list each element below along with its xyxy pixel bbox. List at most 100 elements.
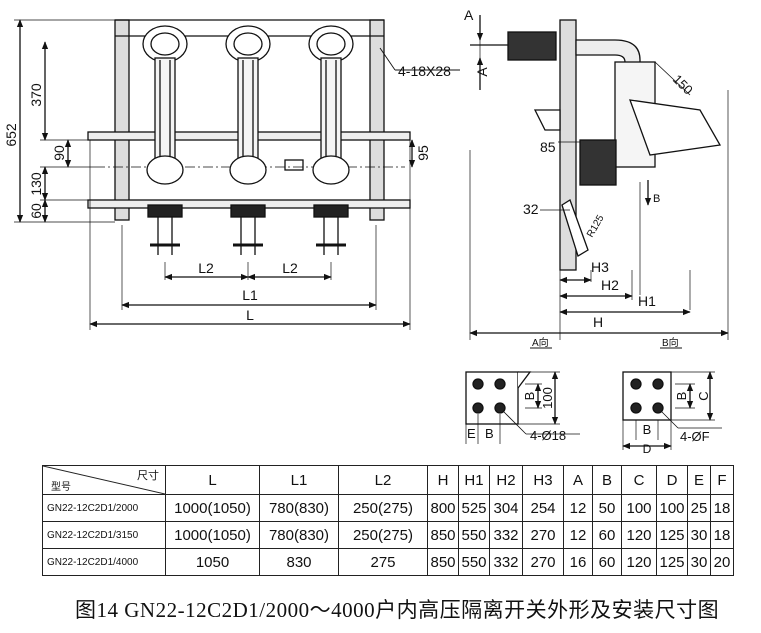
- table-row: GN22-12C2D1/4000 1050 830 275 850 550 33…: [42, 548, 734, 576]
- column-header: L1: [259, 465, 339, 495]
- view-a-dim-b: B: [522, 392, 537, 401]
- model-cell: GN22-12C2D1/4000: [42, 548, 166, 576]
- dim-inner-width: L1: [242, 287, 258, 303]
- column-header: H: [427, 465, 459, 495]
- view-b: [622, 347, 722, 450]
- column-header: C: [621, 465, 657, 495]
- dim-85: 85: [540, 139, 556, 155]
- view-a-title: A向: [532, 336, 549, 349]
- table-cell: 550: [458, 521, 490, 549]
- table-cell: 120: [621, 521, 657, 549]
- table-cell: 60: [592, 548, 622, 576]
- view-b-holes: 4-ØF: [680, 429, 710, 444]
- front-view-labels: 652 370 90 130 60 95 4-18X28 L2 L2 L1 L: [3, 63, 451, 323]
- dim-radius: R125: [585, 213, 607, 240]
- column-header: E: [687, 465, 711, 495]
- table-header-row: 尺寸 型号 L L1 L2 H H1 H2 H3 A B C D E F: [42, 465, 734, 495]
- table-corner-cell: 尺寸 型号: [42, 465, 166, 495]
- pole-3: [308, 25, 354, 255]
- column-header: H1: [458, 465, 490, 495]
- table-cell: 250(275): [338, 521, 428, 549]
- table-cell: 50: [592, 494, 622, 522]
- dim-slot-label: 4-18X28: [398, 63, 451, 79]
- table-cell: 25: [687, 494, 711, 522]
- table-row: GN22-12C2D1/3150 1000(1050) 780(830) 250…: [42, 521, 734, 549]
- table-cell: 270: [522, 548, 564, 576]
- frame-left-post: [114, 19, 130, 221]
- table-cell: 18: [710, 494, 734, 522]
- dim-angle: 150: [670, 72, 696, 98]
- column-header: L: [165, 465, 260, 495]
- dim-90: 90: [51, 145, 67, 161]
- table-cell: 780(830): [259, 494, 339, 522]
- column-header: A: [563, 465, 593, 495]
- dim-view-a-side: A: [474, 67, 490, 77]
- column-header: F: [710, 465, 734, 495]
- pole-2: [225, 25, 271, 255]
- model-cell: GN22-12C2D1/3150: [42, 521, 166, 549]
- table-row: GN22-12C2D1/2000 1000(1050) 780(830) 250…: [42, 494, 734, 522]
- dimension-table: 尺寸 型号 L L1 L2 H H1 H2 H3 A B C D E F GN2…: [42, 465, 734, 576]
- table-cell: 525: [458, 494, 490, 522]
- table-cell: 125: [656, 521, 688, 549]
- table-cell: 800: [427, 494, 459, 522]
- dim-pitch-left: L2: [198, 260, 214, 276]
- view-b-labels: B向 B C B D 4-ØF: [643, 336, 711, 455]
- table-cell: 275: [338, 548, 428, 576]
- table-cell: 12: [563, 494, 593, 522]
- dim-h1: H1: [638, 293, 656, 309]
- technical-drawing: 652 370 90 130 60 95 4-18X28 L2 L2 L1 L: [3, 7, 729, 455]
- table-cell: 20: [710, 548, 734, 576]
- column-header: B: [592, 465, 622, 495]
- table-cell: 30: [687, 521, 711, 549]
- column-header: H2: [489, 465, 523, 495]
- view-a-dim-e: E: [467, 426, 476, 441]
- column-header: L2: [338, 465, 428, 495]
- corner-label-model: 型号: [51, 482, 71, 493]
- column-header: H3: [522, 465, 564, 495]
- dim-overall-width: L: [246, 307, 254, 323]
- view-b-dim-c: C: [696, 391, 711, 400]
- dim-upper-height: 370: [28, 83, 44, 107]
- table-cell: 550: [458, 548, 490, 576]
- view-a-dim-100: 100: [540, 387, 555, 409]
- view-a-labels: A向 B 100 E B 4-Ø18: [467, 336, 566, 443]
- column-header: D: [656, 465, 688, 495]
- table-cell: 30: [687, 548, 711, 576]
- table-cell: 100: [656, 494, 688, 522]
- table-cell: 60: [592, 521, 622, 549]
- table-cell: 780(830): [259, 521, 339, 549]
- table-cell: 18: [710, 521, 734, 549]
- table-cell: 850: [427, 548, 459, 576]
- view-a-holes: 4-Ø18: [530, 428, 566, 443]
- view-b-dim-b: B: [674, 392, 689, 401]
- dim-h2: H2: [601, 277, 619, 293]
- dim-h: H: [593, 314, 603, 330]
- dim-view-a-top: A: [464, 7, 474, 23]
- table-cell: 125: [656, 548, 688, 576]
- dim-60: 60: [28, 203, 44, 219]
- dim-h3: H3: [591, 259, 609, 275]
- table-cell: 120: [621, 548, 657, 576]
- table-cell: 1000(1050): [165, 494, 260, 522]
- table-cell: 850: [427, 521, 459, 549]
- dim-pitch-right: L2: [282, 260, 298, 276]
- dim-overall-height: 652: [3, 123, 19, 147]
- table-cell: 332: [489, 521, 523, 549]
- table-cell: 254: [522, 494, 564, 522]
- view-a: [465, 347, 580, 444]
- figure-caption: 图14 GN22-12C2D1/2000～4000户内高压隔离开关外形及安装尺寸…: [75, 598, 720, 622]
- pole-1: [142, 25, 188, 255]
- table-cell: 1050: [165, 548, 260, 576]
- view-b-title: B向: [662, 336, 679, 349]
- table-cell: 332: [489, 548, 523, 576]
- table-cell: 16: [563, 548, 593, 576]
- table-cell: 304: [489, 494, 523, 522]
- dim-view-b-arrow: B: [653, 193, 660, 205]
- table-cell: 1000(1050): [165, 521, 260, 549]
- dim-95: 95: [415, 145, 431, 161]
- table-cell: 830: [259, 548, 339, 576]
- corner-label-size: 尺寸: [137, 470, 159, 482]
- model-cell: GN22-12C2D1/2000: [42, 494, 166, 522]
- side-view: [469, 15, 729, 340]
